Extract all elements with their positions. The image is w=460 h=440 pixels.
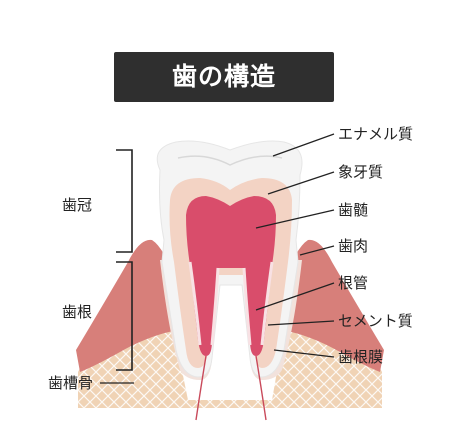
- leader-dentin: [267, 171, 335, 195]
- crown-bracket: [116, 149, 133, 253]
- leader-enamel: [272, 133, 335, 157]
- label-periodontal-membrane: 歯根膜: [338, 348, 384, 366]
- leader-periodontal-membrane: [273, 349, 335, 358]
- leader-root-canal: [255, 282, 335, 311]
- gum-shape: [76, 239, 178, 372]
- gum-shape-right: [282, 239, 384, 372]
- label-enamel: エナメル質: [338, 125, 414, 143]
- label-gum: 歯肉: [338, 237, 369, 255]
- leader-gum: [299, 245, 335, 256]
- nerve-line-right: [255, 355, 267, 421]
- label-root: 歯根: [62, 303, 93, 321]
- label-alveolar-bone: 歯槽骨: [48, 374, 94, 392]
- label-pulp: 歯髄: [338, 201, 369, 219]
- leader-pulp: [255, 209, 335, 229]
- leader-cementum: [267, 320, 335, 326]
- label-crown: 歯冠: [62, 196, 93, 214]
- nerve-line-left: [195, 355, 207, 421]
- root-bracket: [116, 261, 133, 371]
- label-dentin: 象牙質: [338, 163, 384, 181]
- label-root-canal: 根管: [338, 274, 369, 292]
- page-title: 歯の構造: [171, 62, 276, 91]
- pulp-shape: [186, 196, 276, 356]
- root-canal-outline: [188, 261, 274, 346]
- label-cementum: セメント質: [338, 312, 413, 330]
- title-box: 歯の構造: [114, 52, 334, 102]
